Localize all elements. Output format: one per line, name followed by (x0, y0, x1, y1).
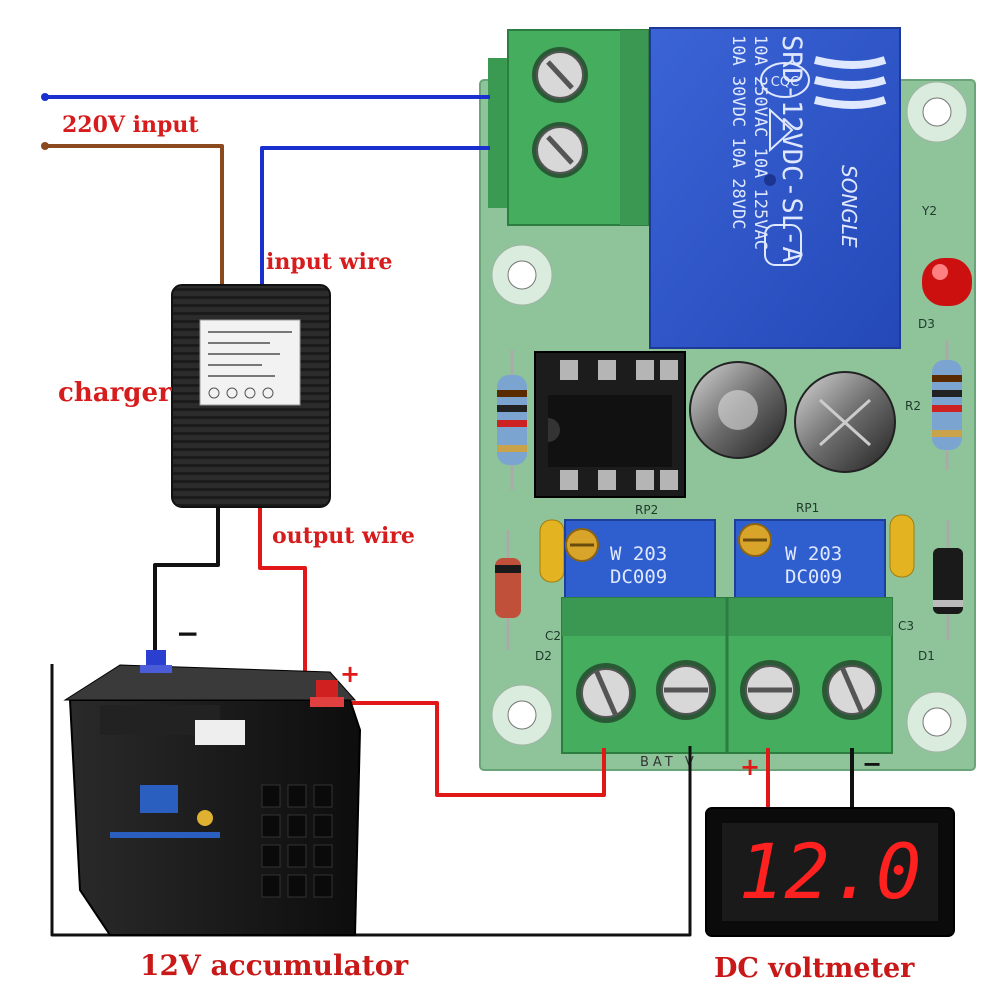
input-terminal-block (488, 29, 649, 226)
wire-brown (45, 144, 224, 290)
wire-end-icon (41, 142, 49, 150)
plus-sign: + (340, 660, 361, 688)
silkscreen-label: RP1 (796, 501, 819, 515)
mounting-hole (906, 81, 968, 143)
cqc-mark-icon: CQC (760, 62, 810, 98)
silkscreen-label: D1 (918, 649, 935, 663)
relay-dot (764, 174, 776, 186)
silkscreen-label: D3 (918, 317, 935, 331)
silkscreen-label: RP2 (635, 503, 658, 517)
wire-red-output (258, 505, 606, 797)
minus-sign: − (176, 617, 200, 650)
screw-icon (576, 663, 636, 723)
relay-brand-text: SONGLE (837, 165, 861, 248)
screw-icon (656, 660, 716, 720)
pot-code-text: W 203 (610, 543, 667, 565)
red-led (922, 258, 972, 306)
screw-icon (822, 660, 882, 720)
relay-rating-text: 10A 250VAC 10A 125VAC (750, 35, 770, 250)
battery-sticker (195, 720, 245, 745)
label-dc-voltmeter: DC voltmeter (714, 953, 915, 984)
label-input-wire: input wire (266, 249, 393, 275)
songle-logo-icon (814, 56, 887, 109)
ceramic-capacitor (539, 519, 565, 583)
relay: SRD-12VDC-SL-A 10A 250VAC 10A 125VAC 10A… (649, 27, 901, 349)
label-12v-accumulator: 12V accumulator (140, 949, 409, 982)
potentiometer-rp1 (734, 519, 886, 601)
voltmeter-reading: 12.0 (738, 827, 921, 916)
battery-grille (261, 784, 333, 898)
wire-blue-input (260, 146, 490, 290)
battery-brand-icon (110, 785, 220, 838)
terminal-label: BAT V (640, 755, 698, 770)
svg-text:CQC: CQC (771, 75, 799, 90)
plus-sign: + (740, 753, 761, 781)
negative-terminal (140, 650, 172, 673)
battery-12v (63, 650, 362, 936)
label-220v-input: 220V input (62, 112, 199, 138)
wire-black-output (153, 505, 220, 656)
charger (171, 284, 331, 508)
ul-mark-icon (764, 224, 802, 266)
certification-marks-icon (208, 387, 274, 399)
output-terminal-block: BAT V (561, 597, 893, 770)
electrolytic-capacitor (689, 361, 787, 459)
resistor (932, 340, 962, 470)
screw-icon (532, 122, 588, 178)
ic-chip (534, 351, 686, 498)
pot-code-text: DC009 (785, 566, 842, 588)
mounting-hole (906, 691, 968, 753)
screw-icon (532, 47, 588, 103)
silkscreen-label: D2 (535, 649, 552, 663)
potentiometer-rp2 (564, 519, 716, 601)
resistor (497, 350, 527, 490)
ceramic-capacitor (889, 514, 915, 578)
mounting-hole (491, 684, 553, 746)
positive-terminal (310, 680, 344, 707)
diode (933, 520, 963, 640)
dc-voltmeter: 12.0 (705, 807, 955, 937)
label-output-wire: output wire (272, 523, 415, 549)
pot-code-text: W 203 (785, 543, 842, 565)
wire-black-return (50, 664, 692, 937)
diode (495, 530, 521, 650)
relay-rating-text: 10A 30VDC 10A 28VDC (728, 35, 748, 229)
silkscreen-label: C2 (545, 629, 561, 643)
label-charger: charger (58, 378, 172, 408)
electrolytic-capacitor (794, 371, 896, 473)
silkscreen-label: C3 (898, 619, 914, 633)
ce-mark-icon (769, 107, 794, 153)
pot-code-text: DC009 (610, 566, 667, 588)
wires (41, 93, 854, 937)
silkscreen-label: Y2 (921, 204, 937, 218)
silkscreen-label: R2 (905, 399, 921, 413)
minus-sign: − (862, 750, 883, 778)
screw-icon (740, 660, 800, 720)
mounting-hole (491, 244, 553, 306)
wire-end-icon (41, 93, 49, 101)
